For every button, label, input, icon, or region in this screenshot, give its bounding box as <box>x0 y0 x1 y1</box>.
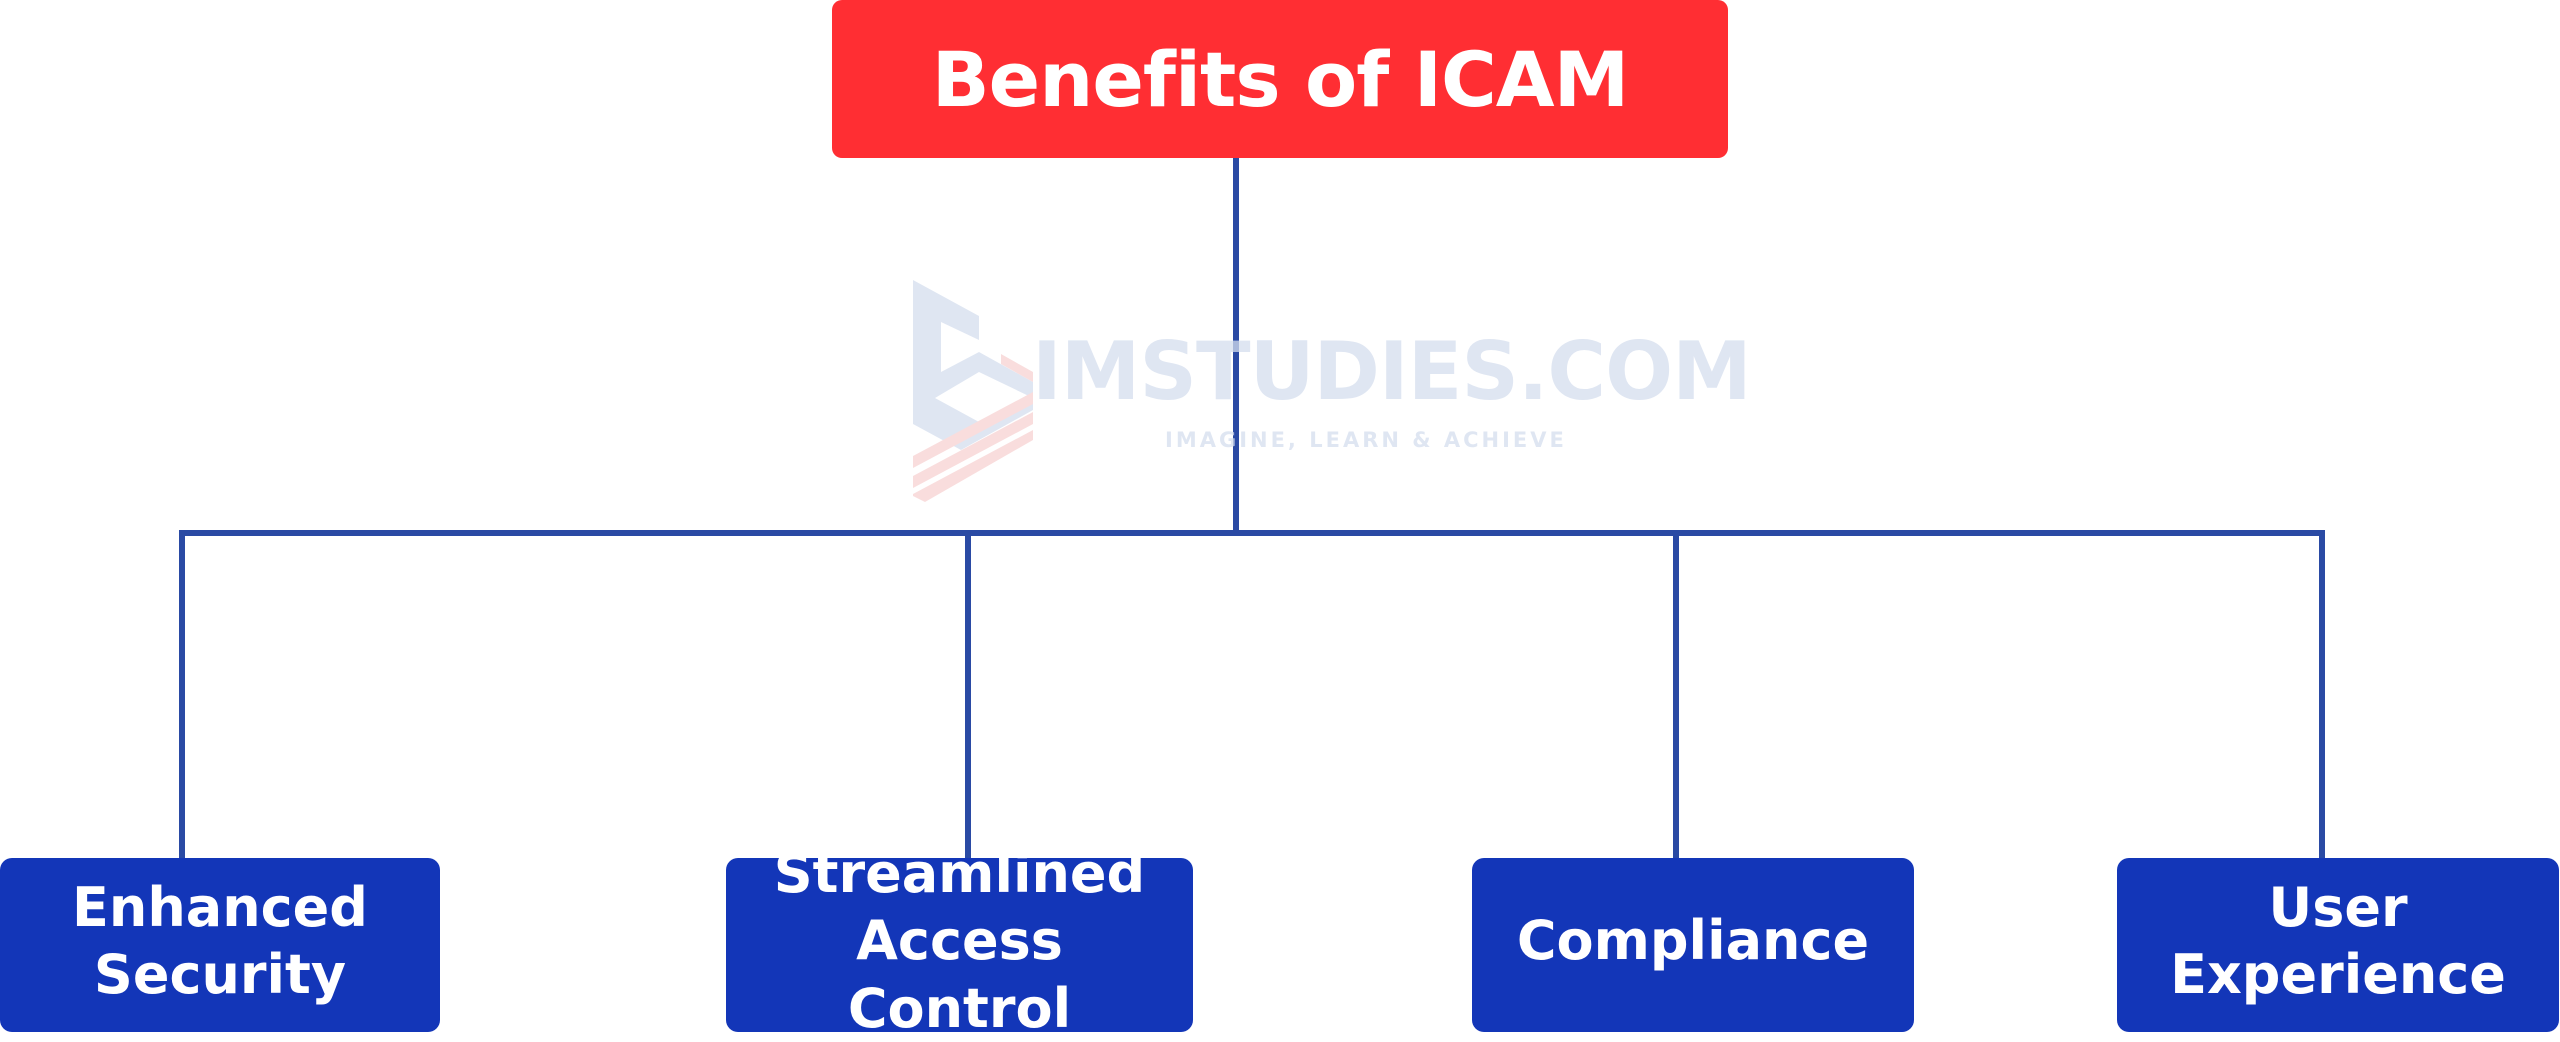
root-node-label: Benefits of ICAM <box>931 34 1629 124</box>
child-node-streamlined-access-control: Streamlined Access Control <box>726 842 1193 1040</box>
root-node-benefits-of-icam: Benefits of ICAM <box>832 0 1728 158</box>
child-node-label: Streamlined Access Control <box>773 841 1146 1040</box>
brand-logo-icon <box>913 280 1033 502</box>
child-node-user-experience: User Experience <box>2117 858 2559 1032</box>
child-node-label: Enhanced Security <box>72 875 368 1007</box>
child-node-enhanced-security: Enhanced Security <box>0 858 440 1032</box>
watermark: IMSTUDIES.COM IMAGINE, LEARN & ACHIEVE <box>905 280 1752 510</box>
watermark-tagline-text: IMAGINE, LEARN & ACHIEVE <box>1165 428 1567 452</box>
child-node-compliance: Compliance <box>1472 858 1914 1032</box>
child-node-label: User Experience <box>2170 875 2506 1007</box>
watermark-brand-text: IMSTUDIES.COM <box>1032 325 1752 418</box>
child-node-label: Compliance <box>1516 909 1870 973</box>
